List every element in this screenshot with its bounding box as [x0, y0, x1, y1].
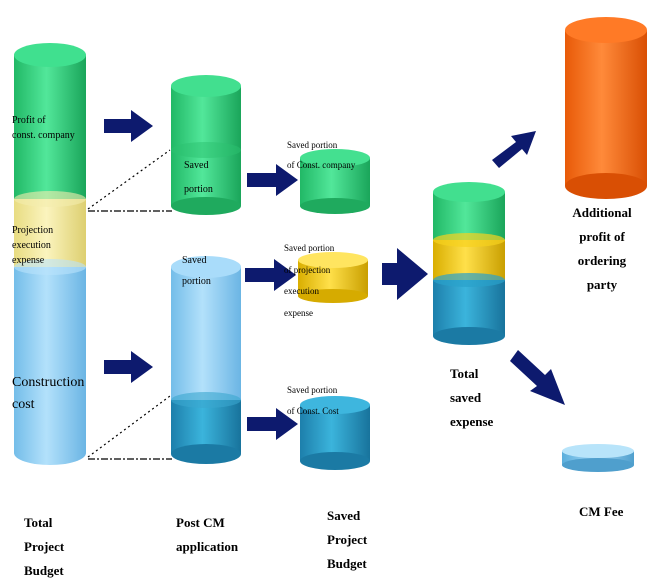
cm-fee-disc: [562, 444, 634, 472]
arrow-up-right-icon: [492, 131, 536, 168]
arrow-right-icon: [382, 248, 428, 300]
label-saved-const-company: Saved portion of Const. company: [287, 140, 356, 171]
additional-profit-cylinder: [565, 17, 647, 199]
label-profit-const-company: Profit of const. company: [12, 115, 75, 141]
post-cm-lower-cylinder: [171, 256, 241, 464]
caption-post-cm-application: Post CM application: [176, 515, 239, 555]
saved-projection-cylinder: [298, 252, 368, 303]
post-cm-upper-cylinder: [171, 75, 241, 215]
caption-total-saved-expense: Total saved expense: [450, 366, 494, 430]
label-construction-cost: Construction cost: [12, 375, 85, 413]
label-saved-projection: Saved portion of projection execution ex…: [284, 243, 335, 318]
arrow-right-icon: [104, 351, 153, 383]
total-saved-cylinder: [433, 182, 505, 345]
arrow-right-icon: [247, 408, 298, 440]
label-saved-const-cost: Saved portion of Const. Cost: [287, 385, 339, 416]
connector-lines: [87, 149, 172, 460]
arrows: [104, 110, 565, 440]
caption-total-project-budget: Total Project Budget: [24, 515, 65, 579]
label-saved-portion-lower: Saved portion: [182, 255, 211, 287]
caption-additional-profit: Additional profit of ordering party: [572, 205, 632, 293]
arrow-down-right-icon: [510, 350, 565, 405]
saved-const-cost-cylinder: [300, 396, 370, 470]
arrow-right-icon: [104, 110, 153, 142]
label-projection-expense: Projection execution expense: [12, 225, 54, 266]
caption-cm-fee: CM Fee: [579, 504, 624, 519]
arrow-right-icon: [245, 259, 296, 291]
arrow-right-icon: [247, 164, 298, 196]
caption-saved-project-budget: Saved Project Budget: [327, 508, 368, 572]
saved-const-company-cylinder: [300, 149, 370, 214]
total-budget-cylinder: [14, 43, 86, 465]
label-saved-portion-upper: Saved portion: [184, 160, 213, 195]
